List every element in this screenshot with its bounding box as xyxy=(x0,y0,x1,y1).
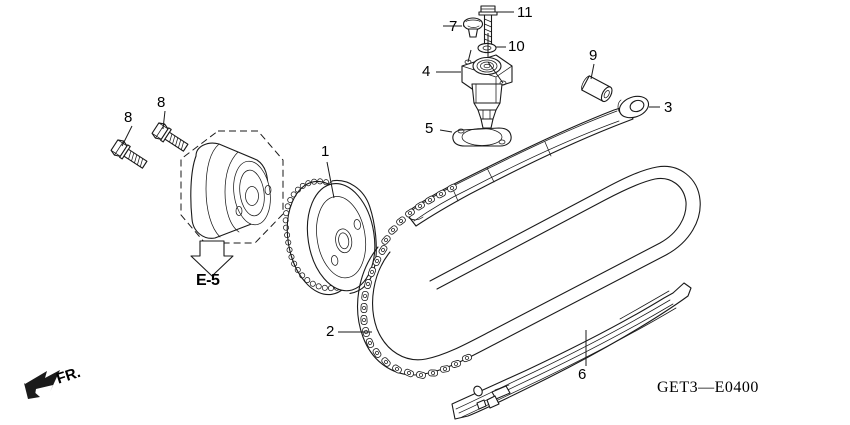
part-3-chain-tensioner-arm xyxy=(405,95,660,227)
callout-2: 2 xyxy=(326,323,335,340)
callout-8-lower: 8 xyxy=(124,109,133,126)
diagram-code: GET3—E0400 xyxy=(657,379,759,396)
callout-7: 7 xyxy=(449,18,458,35)
section-reference-label: E-5 xyxy=(196,272,220,289)
callout-1: 1 xyxy=(321,143,330,160)
part-8-flange-bolt-upper xyxy=(151,110,189,152)
callout-9: 9 xyxy=(589,47,598,64)
part-11-tensioner-bolt xyxy=(478,5,514,46)
part-4-chain-tensioner-body xyxy=(436,49,513,129)
callout-11: 11 xyxy=(517,4,533,21)
callout-3: 3 xyxy=(664,99,673,116)
reference-assembly-pulley xyxy=(180,130,284,244)
callout-10: 10 xyxy=(508,38,525,55)
part-2-cam-chain xyxy=(338,165,701,380)
part-10-sealing-washer xyxy=(477,33,506,62)
part-1-cam-sprocket xyxy=(282,161,377,296)
down-arrow-icon xyxy=(190,240,234,277)
part-5-tensioner-gasket xyxy=(439,127,512,147)
part-6-chain-guide-slider xyxy=(451,282,692,420)
part-7-sealing-screw xyxy=(443,17,484,38)
part-8-flange-bolt-lower xyxy=(110,125,148,169)
callout-5: 5 xyxy=(425,120,434,137)
part-9-pivot-collar xyxy=(581,63,613,103)
callout-6: 6 xyxy=(578,366,587,383)
callout-4: 4 xyxy=(422,63,431,80)
front-direction-arrow-icon xyxy=(24,370,60,399)
callout-8-upper: 8 xyxy=(157,94,166,111)
